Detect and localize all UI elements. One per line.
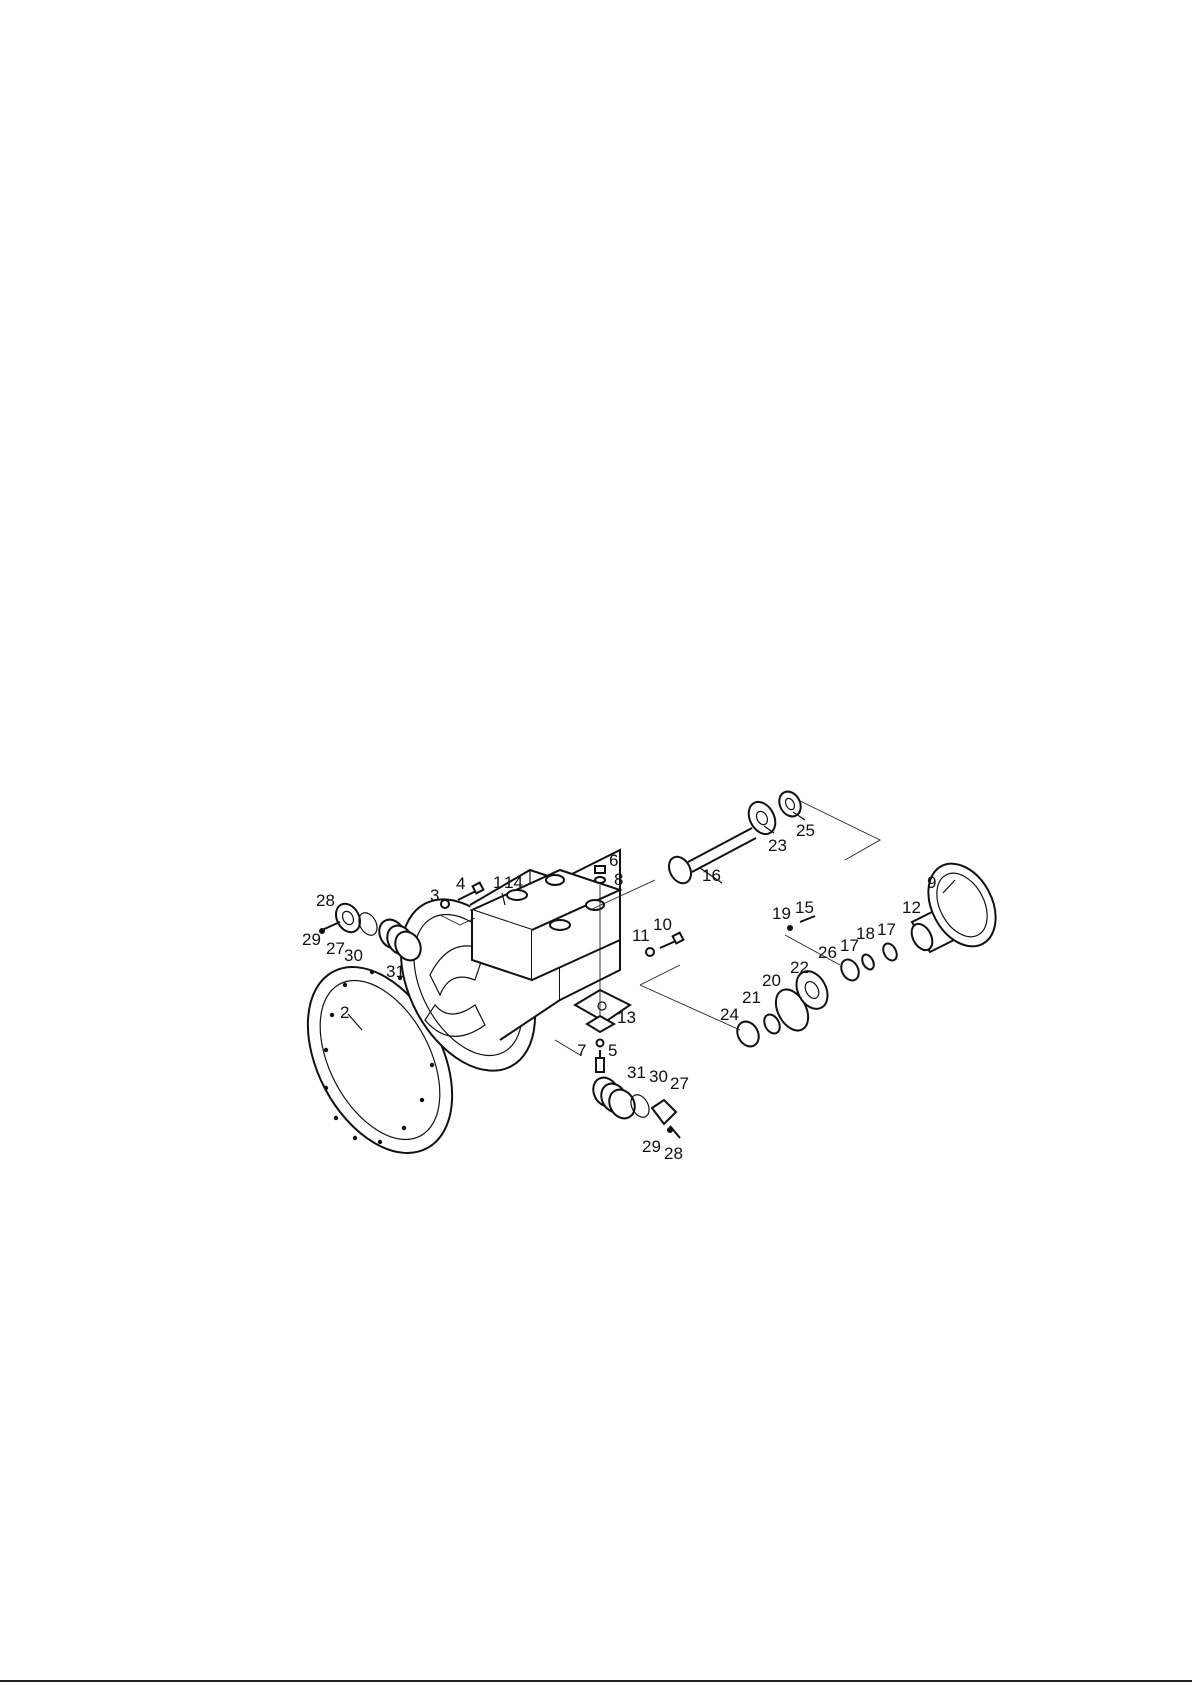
callout-9: 9 [927, 873, 936, 892]
callout-28-upper: 28 [316, 891, 335, 910]
callout-7: 7 [577, 1041, 586, 1060]
callout-14: 14 [504, 873, 523, 892]
callout-22: 22 [790, 958, 809, 977]
callout-4: 4 [456, 874, 465, 893]
callout-26: 26 [818, 943, 837, 962]
callout-31-upper: 31 [386, 962, 405, 981]
callout-12: 12 [902, 898, 921, 917]
callout-27-upper: 27 [326, 939, 345, 958]
callout-28-lower: 28 [664, 1144, 683, 1163]
callout-23: 23 [768, 836, 787, 855]
callout-1: 1 [493, 873, 502, 892]
callout-29-upper: 29 [302, 930, 321, 949]
callout-25: 25 [796, 821, 815, 840]
callout-13: 13 [617, 1008, 636, 1027]
callout-5: 5 [608, 1041, 617, 1060]
bottom-rule [0, 1680, 1192, 1682]
callout-27-lower: 27 [670, 1074, 689, 1093]
callout-2: 2 [340, 1003, 349, 1022]
pinion-shaft [590, 788, 880, 910]
bolt-10-11 [646, 933, 683, 956]
callout-11: 11 [632, 926, 650, 945]
callout-16: 16 [702, 866, 721, 885]
callout-21: 21 [742, 988, 761, 1007]
callout-18: 18 [856, 924, 875, 943]
callout-3: 3 [430, 886, 439, 905]
callout-10: 10 [653, 915, 672, 934]
callout-15: 15 [795, 898, 814, 917]
callout-24: 24 [720, 1005, 739, 1024]
callout-30-upper: 30 [344, 946, 363, 965]
callout-20: 20 [762, 971, 781, 990]
callout-6: 6 [609, 851, 618, 870]
callout-29-lower: 29 [642, 1137, 661, 1156]
lower-cover-assembly [555, 1040, 680, 1138]
callout-31-lower: 31 [627, 1063, 646, 1082]
callout-19: 19 [772, 904, 791, 923]
callout-30-lower: 30 [649, 1067, 668, 1086]
callout-8: 8 [614, 870, 623, 889]
callout-17-lower: 17 [877, 920, 896, 939]
